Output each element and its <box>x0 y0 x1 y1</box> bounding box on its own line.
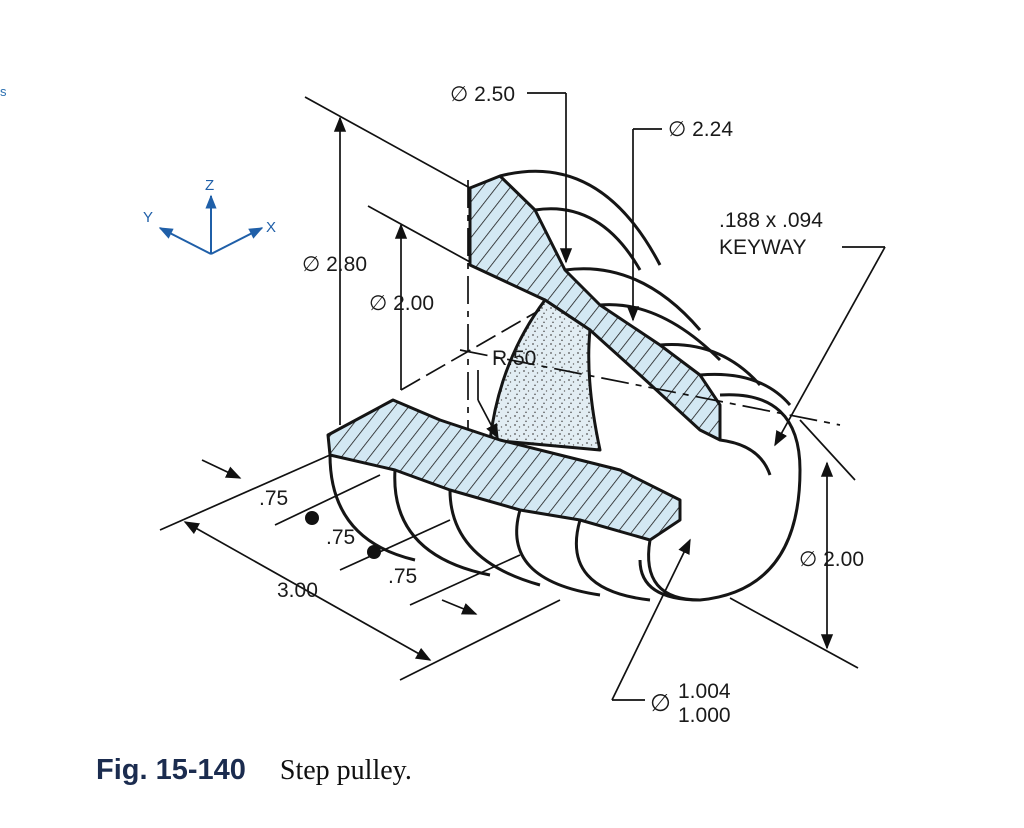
pulley-body <box>326 169 802 602</box>
dim-keyway-line1: .188 x .094 <box>719 209 823 232</box>
dim-len-075-b: .75 <box>326 526 355 549</box>
axis-z-label: Z <box>205 177 214 194</box>
dim-keyway-line2: KEYWAY <box>719 236 807 259</box>
dim-bore-max: 1.004 <box>678 680 731 703</box>
dim-dia-224: ∅ 2.24 <box>668 118 733 141</box>
figure-title: Step pulley. <box>279 755 412 786</box>
dimension-lines <box>159 92 886 701</box>
axis-triad <box>158 194 264 255</box>
dim-len-075-c: .75 <box>388 565 417 588</box>
dim-dia-280: ∅ 2.80 <box>302 253 367 276</box>
edge-text-fragment: s <box>0 84 7 99</box>
dim-len-300: 3.00 <box>277 579 318 602</box>
dim-radius-050: R.50 <box>492 347 536 370</box>
figure-number: Fig. 15-140 <box>96 754 246 786</box>
figure-caption: Fig. 15-140 Step pulley. <box>96 754 412 787</box>
dimension-dot-2 <box>367 545 381 559</box>
dim-bore-symbol: ∅ <box>650 690 671 717</box>
dim-len-075-a: .75 <box>259 487 288 510</box>
dim-dia-250: ∅ 2.50 <box>450 83 515 106</box>
bore-surface <box>488 298 602 452</box>
axis-x-label: X <box>266 219 276 236</box>
dimension-dot-1 <box>305 511 319 525</box>
dim-dia-200-left: ∅ 2.00 <box>369 292 434 315</box>
dim-dia-200-right: ∅ 2.00 <box>799 548 864 571</box>
dim-bore-min: 1.000 <box>678 704 731 727</box>
lower-section <box>326 398 682 542</box>
axis-y-label: Y <box>143 209 153 226</box>
